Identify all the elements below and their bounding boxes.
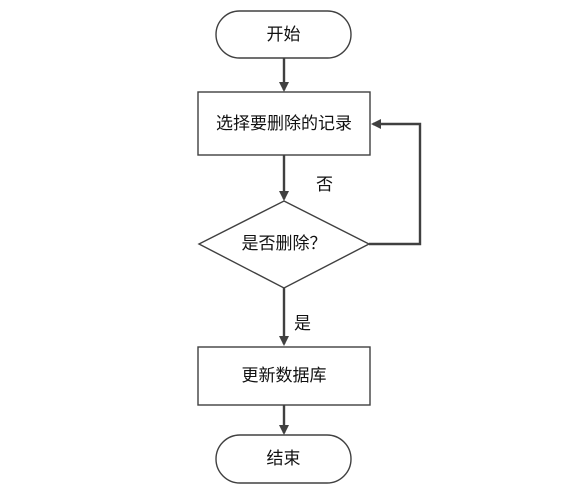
update-database-label: 更新数据库 [242,366,327,386]
edge-label-yes: 是 [294,314,311,334]
connectors [279,58,422,435]
node-start: 开始 [215,10,352,59]
node-update-database: 更新数据库 [197,346,371,406]
select-record-label: 选择要删除的记录 [216,114,352,134]
end-terminator-shape [215,434,352,484]
node-end: 结束 [215,434,352,484]
end-label: 结束 [267,449,301,469]
start-label: 开始 [267,25,301,45]
decision-label: 是否删除？ [242,234,327,254]
start-terminator-shape [215,10,352,59]
update-database-box [197,346,371,406]
arrow-decision-loop-to-select [369,119,422,246]
decision-diamond [197,200,371,289]
node-decision: 是否删除？ [197,200,371,289]
node-select-record: 选择要删除的记录 [197,91,371,156]
select-record-box [197,91,371,156]
edge-label-no: 否 [316,175,333,195]
